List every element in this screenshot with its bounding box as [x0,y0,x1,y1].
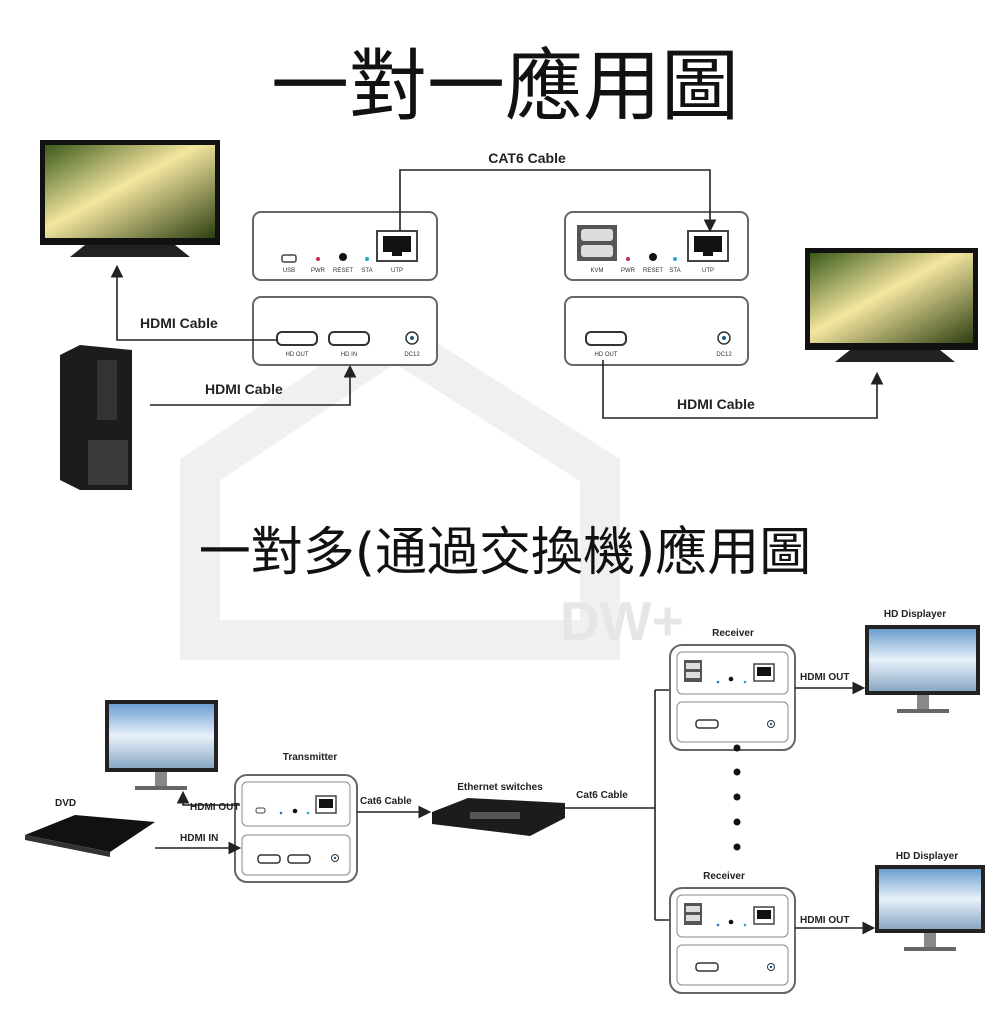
port-label: UTP [391,268,403,274]
pwr-led-icon [626,257,630,261]
pc-tower [60,345,132,490]
port-label: HD OUT [286,352,309,358]
hdmi-in-label: HDMI IN [180,833,218,844]
port-label: KVM [590,268,603,274]
port-label: RESET [643,268,663,274]
hdmi-cable-label: HDMI Cable [140,315,218,331]
hd-displayer-2-label: HD Displayer [896,851,958,862]
ethernet-switch-label: Ethernet switches [457,782,543,793]
hdmi-in-port-icon [328,331,370,346]
transmitter-top-panel: USB PWR RESET STA UTP [252,211,438,281]
port-label: HD OUT [595,352,618,358]
sta-led-icon [365,257,369,261]
transmitter-label: Transmitter [283,752,338,763]
receiver-bottom-panel: HD OUT DC12 [564,296,749,366]
port-label: STA [669,268,680,274]
hd-displayer-1-label: HD Displayer [884,609,946,620]
receiver-1-label: Receiver [712,628,754,639]
receiver-top-panel: KVM PWR RESET STA UTP [564,211,749,281]
receiver-unit-1 [669,644,796,751]
ethernet-switch [432,798,565,836]
continuation-dots [733,744,741,851]
cat6-cable-label-1: Cat6 Cable [360,796,412,807]
usb-port-icon [281,254,297,263]
tv-left [40,140,220,257]
port-label: RESET [333,268,353,274]
receiver-1-hdmi-out-label: HDMI OUT [800,672,849,683]
hd-displayer-1 [865,625,980,713]
hdmi-out-line [176,790,240,806]
hdmi-cable-label: HDMI Cable [205,381,283,397]
hdmi-cable-from-pc-line [150,364,357,406]
port-label: PWR [311,268,326,274]
port-label: PWR [621,268,636,274]
port-label: USB [283,268,295,274]
port-label: DC12 [404,352,420,358]
title-one-to-many: 一對多(通過交換機)應用圖 [199,523,812,583]
hdmi-cable-to-tv-line [110,264,277,341]
hd-displayer-2 [875,865,985,951]
dvd-label: DVD [55,798,76,809]
hdmi-out-label: HDMI OUT [190,802,239,813]
hdmi-out-port-icon [585,331,627,346]
transmitter-unit [234,774,358,883]
port-label: HD IN [341,352,357,358]
dvd-player [25,815,155,857]
pwr-led-icon [316,257,320,261]
cat6-cable-line [399,169,717,233]
port-label: STA [361,268,372,274]
receiver-2-label: Receiver [703,871,745,882]
receiver-unit-2 [669,887,796,994]
reset-button-icon [649,253,657,261]
title-one-to-one: 一對一應用圖 [271,42,739,132]
transmitter-bottom-panel: HD OUT HD IN DC12 [252,296,438,366]
reset-button-icon [339,253,347,261]
watermark-text: DW+ [560,590,684,652]
port-label: UTP [702,268,714,274]
cat6-cable-label-2: Cat6 Cable [576,790,628,801]
monitor-source [105,700,218,790]
sta-led-icon [673,257,677,261]
port-label: DC12 [716,352,732,358]
tv-right [805,248,978,362]
receiver-2-hdmi-out-label: HDMI OUT [800,915,849,926]
hdmi-out-port-icon [276,331,318,346]
hdmi-cable-receiver-line [602,360,884,419]
hdmi-cable-label: HDMI Cable [677,396,755,412]
cat6-cable-label: CAT6 Cable [488,150,566,166]
